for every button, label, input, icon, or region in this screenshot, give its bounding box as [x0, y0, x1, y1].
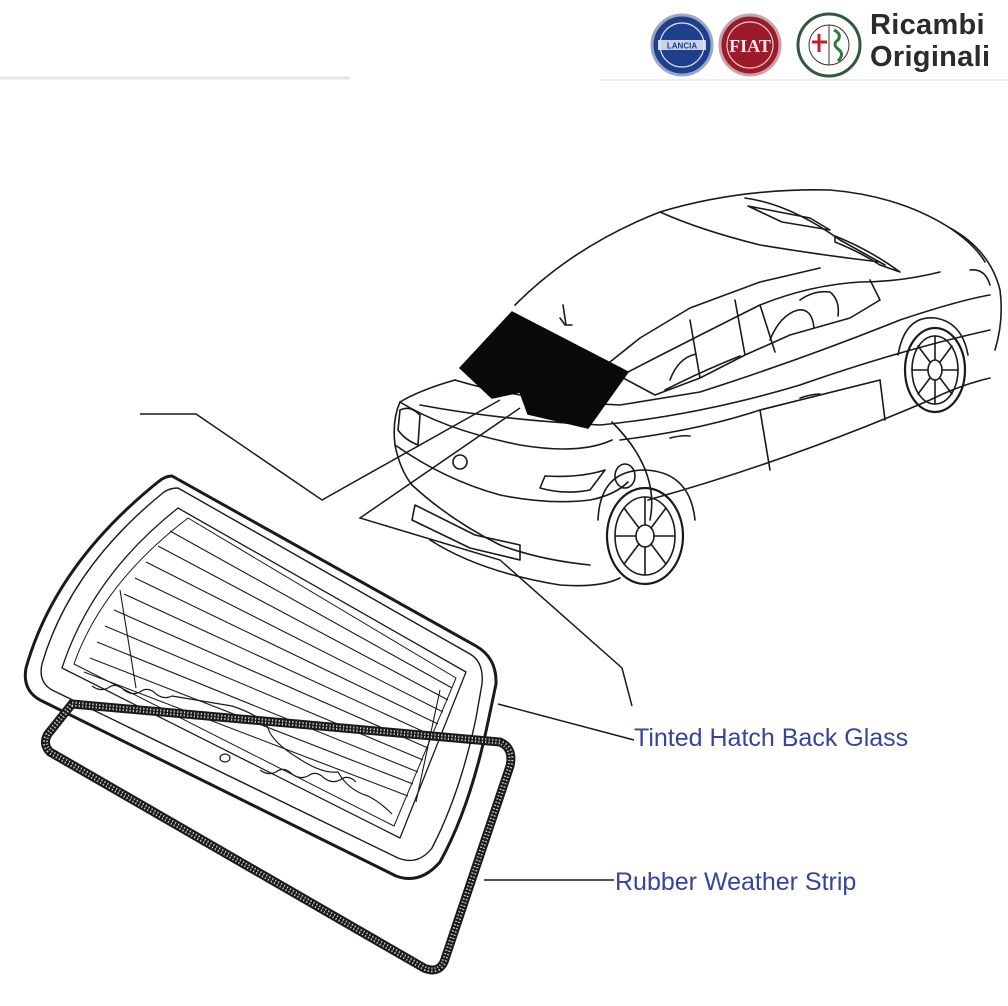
car-rear-windscreen [458, 311, 630, 429]
alfa-romeo-badge-icon [796, 12, 862, 78]
svg-text:FIAT: FIAT [729, 36, 771, 56]
rear-glass-part [23, 474, 498, 880]
svg-text:LANCIA: LANCIA [667, 42, 697, 51]
label-tinted-hatch-back-glass: Tinted Hatch Back Glass [634, 724, 909, 752]
leader-lines [140, 399, 635, 881]
brand-line-2: Originali [870, 41, 991, 73]
weather-strip-part [40, 699, 516, 975]
fiat-badge-icon: FIAT [718, 13, 782, 77]
sedan-car-drawing [393, 189, 1002, 587]
brand-line-1: Ricambi [870, 9, 985, 41]
defroster-grid [83, 530, 453, 803]
label-rubber-weather-strip: Rubber Weather Strip [615, 868, 857, 896]
lancia-badge-icon: LANCIA [650, 13, 714, 77]
